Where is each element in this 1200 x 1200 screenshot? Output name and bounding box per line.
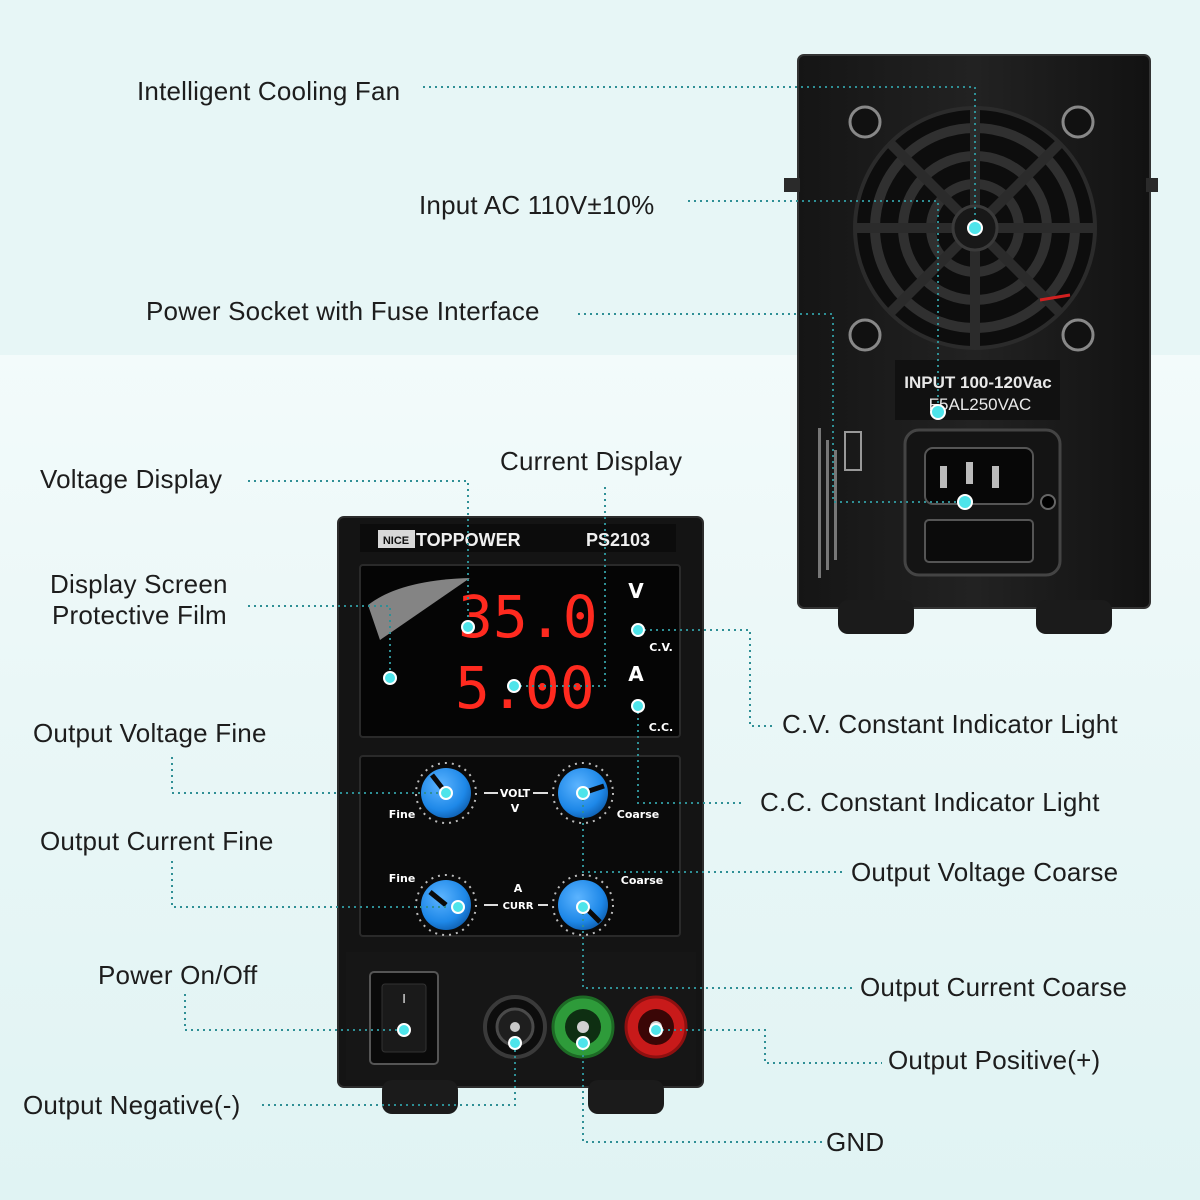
callout-protective-film-line1: Display Screen bbox=[50, 569, 228, 599]
voltage-unit: V bbox=[628, 579, 644, 603]
power-socket-icon bbox=[903, 428, 1062, 577]
front-unit: NICE TOPPOWER PS2103 35.0 5.00 V A C.V. … bbox=[337, 516, 704, 1114]
brand-prefix: NICE bbox=[383, 535, 409, 547]
callout-protective-film-line2: Protective Film bbox=[52, 600, 227, 630]
leader-lines bbox=[171, 86, 976, 1143]
rear-input-label: INPUT 100-120Vac bbox=[904, 373, 1051, 392]
rear-fuse-label: F5AL250VAC bbox=[929, 395, 1032, 414]
cc-label: C.C. bbox=[649, 721, 674, 734]
callout-current-display: Current Display bbox=[500, 446, 683, 476]
model-number: PS2103 bbox=[586, 530, 650, 550]
curr-label: CURR bbox=[503, 901, 534, 912]
curr-unit-label: A bbox=[514, 882, 523, 895]
compliance-marks-icon bbox=[818, 428, 862, 578]
callout-gnd: GND bbox=[826, 1127, 885, 1157]
current-fine-knob-icon bbox=[415, 874, 477, 936]
volt-fine-label: Fine bbox=[389, 808, 416, 821]
callout-output-current-fine: Output Current Fine bbox=[40, 826, 274, 856]
callout-power-socket: Power Socket with Fuse Interface bbox=[146, 296, 540, 326]
callout-intelligent-cooling-fan: Intelligent Cooling Fan bbox=[137, 76, 401, 106]
current-reading: 5.00 bbox=[455, 654, 595, 722]
switch-on-symbol: I bbox=[402, 991, 406, 1006]
curr-coarse-label: Coarse bbox=[621, 874, 664, 887]
callout-output-voltage-coarse: Output Voltage Coarse bbox=[851, 857, 1119, 887]
voltage-reading: 35.0 bbox=[458, 583, 598, 651]
brand-name: TOPPOWER bbox=[416, 530, 521, 550]
negative-terminal-icon bbox=[483, 995, 547, 1059]
volt-coarse-label: Coarse bbox=[617, 808, 660, 821]
volt-label: VOLT bbox=[500, 787, 531, 800]
curr-fine-label: Fine bbox=[389, 872, 416, 885]
callout-dots bbox=[383, 220, 983, 1050]
callout-cv-light: C.V. Constant Indicator Light bbox=[782, 709, 1118, 739]
callout-cc-light: C.C. Constant Indicator Light bbox=[760, 787, 1100, 817]
volt-unit-label: V bbox=[511, 802, 520, 815]
callout-output-negative: Output Negative(-) bbox=[23, 1090, 241, 1120]
cv-label: C.V. bbox=[649, 641, 673, 654]
power-switch-icon: I O bbox=[369, 971, 439, 1065]
callout-output-positive: Output Positive(+) bbox=[888, 1045, 1101, 1075]
callout-power-on-off: Power On/Off bbox=[98, 960, 258, 990]
callout-output-current-coarse: Output Current Coarse bbox=[860, 972, 1128, 1002]
callout-output-voltage-fine: Output Voltage Fine bbox=[33, 718, 267, 748]
callout-voltage-display: Voltage Display bbox=[40, 464, 223, 494]
callout-input-ac: Input AC 110V±10% bbox=[419, 190, 655, 220]
rear-screw-icon bbox=[848, 105, 1095, 352]
protective-film-glare bbox=[368, 578, 470, 640]
rear-unit: INPUT 100-120Vac F5AL250VAC bbox=[784, 54, 1158, 634]
current-unit: A bbox=[628, 662, 644, 686]
